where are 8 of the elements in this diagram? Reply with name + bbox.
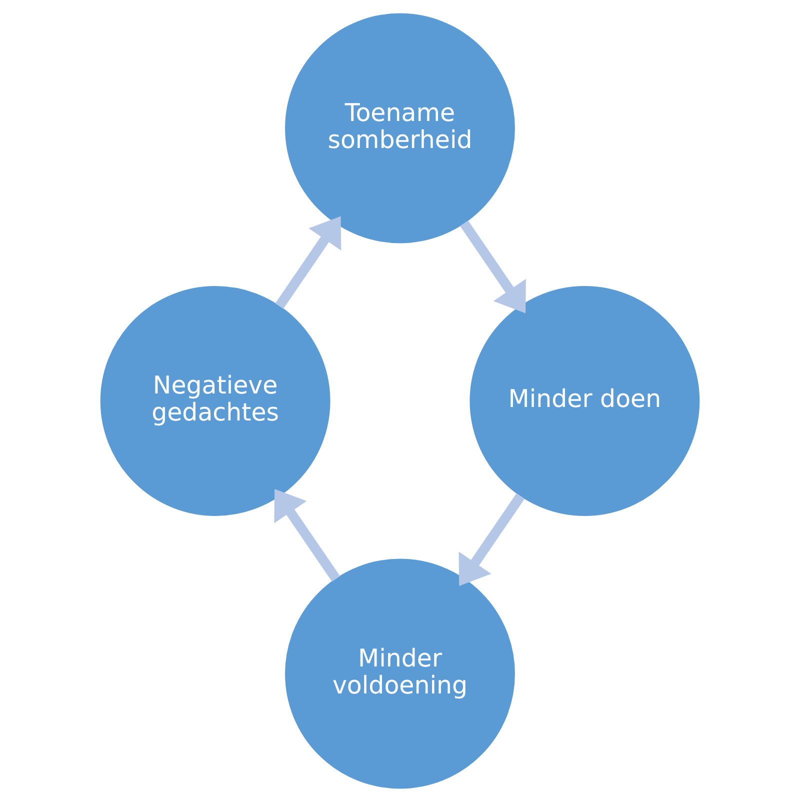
arrow xyxy=(460,220,526,313)
node-circle: Toename somberheid xyxy=(285,12,515,243)
node-circle: Negatieve gedachtes xyxy=(100,286,330,516)
arrow xyxy=(275,216,342,308)
node-circle: Minder voldoening xyxy=(285,558,515,788)
arrow xyxy=(458,492,525,586)
node-circle: Minder doen xyxy=(470,286,700,516)
arrow xyxy=(274,488,340,582)
